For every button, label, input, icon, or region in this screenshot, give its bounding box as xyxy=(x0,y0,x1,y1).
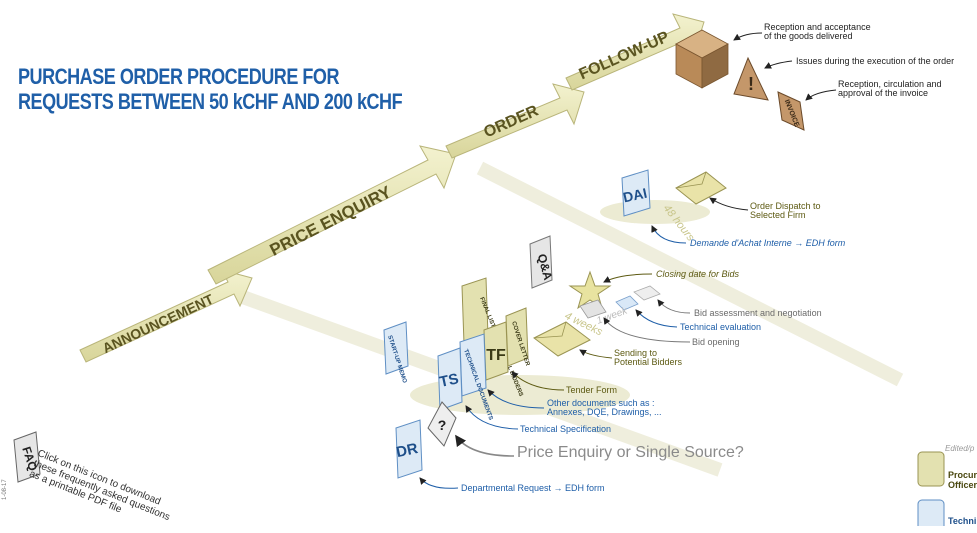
stage-label-announcement: ANNOUNCEMENT xyxy=(100,291,216,357)
reception-invoice-label: Reception, circulation and approval of t… xyxy=(838,79,942,98)
bid-opening-icon xyxy=(579,299,607,319)
qa-label: Q&A xyxy=(535,252,556,282)
leader-lines xyxy=(419,32,837,489)
issues-label: Issues during the execution of the order xyxy=(796,56,955,66)
legend-procurement-swatch xyxy=(917,451,945,487)
order-dispatch-label: Order Dispatch to Selected Firm xyxy=(750,201,821,220)
tf-document-icon: TF xyxy=(483,321,509,381)
bid-assessment-icon xyxy=(633,285,661,301)
closing-date-label: Closing date for Bids xyxy=(656,269,740,279)
dai-form-label: Demande d'Achat Interne → EDH form xyxy=(690,238,846,248)
stage-arrow-price-enquiry xyxy=(207,145,457,285)
dr-label: DR xyxy=(395,440,420,461)
question-decision-icon: ? xyxy=(427,401,457,447)
sending-envelope-icon xyxy=(533,321,591,357)
bid-opening-label: Bid opening xyxy=(692,337,740,347)
reception-goods-label: Reception and acceptance of the goods de… xyxy=(764,22,871,41)
dai-label: DAI xyxy=(621,185,648,206)
legend-technical-label: Techni xyxy=(948,516,977,526)
cover-letter-document-icon: COVER LETTER xyxy=(505,307,530,367)
stage-floor-shadow xyxy=(476,161,904,387)
stage-arrow-announcement xyxy=(79,269,253,363)
invoice-icon: INVOICE xyxy=(777,91,805,131)
tf-label: TF xyxy=(486,347,506,364)
legend-edited-note: Edited/p xyxy=(945,444,975,453)
warning-icon: ! xyxy=(733,56,769,101)
ts-document-icon: TS xyxy=(437,347,463,411)
package-icon xyxy=(675,29,729,89)
title-line-1: PURCHASE ORDER PROCEDURE FOR xyxy=(18,64,340,89)
other-documents-label: Other documents such as : Annexes, DQE, … xyxy=(547,398,662,417)
question-symbol: ? xyxy=(438,417,447,433)
ts-label: TS xyxy=(438,370,460,391)
legend-procurement-label: Procure Officer xyxy=(948,470,977,490)
closing-star-icon xyxy=(568,270,612,310)
tender-form-label: Tender Form xyxy=(566,385,618,395)
departmental-request-label: Departmental Request → EDH form xyxy=(461,483,605,493)
dr-document-icon: DR xyxy=(395,419,423,479)
dai-platform xyxy=(600,200,710,224)
order-envelope-icon xyxy=(675,171,727,205)
startup-memo-document-icon: START-UP MEMO xyxy=(383,321,409,384)
technical-specification-label: Technical Specification xyxy=(520,424,612,434)
title-line-2: REQUESTS BETWEEN 50 kCHF AND 200 kCHF xyxy=(18,89,403,114)
warning-symbol: ! xyxy=(748,74,754,94)
page-title: PURCHASE ORDER PROCEDURE FOR REQUESTS BE… xyxy=(18,64,403,114)
legend-technical-swatch xyxy=(917,499,945,526)
bid-assessment-label: Bid assessment and negotiation xyxy=(694,308,822,318)
stage-arrow-order xyxy=(445,83,585,159)
stage-label-price-enquiry: PRICE ENQUIRY xyxy=(267,182,395,260)
faq-download-icon[interactable]: FAQ xyxy=(13,431,41,483)
side-tag: 1-08-17 xyxy=(2,479,8,500)
technical-evaluation-label: Technical evaluation xyxy=(680,322,762,332)
stage-label-follow-up: FOLLOW-UP xyxy=(577,28,672,83)
price-or-single-source-label: Price Enquiry or Single Source? xyxy=(517,444,744,461)
qa-document-icon: Q&A xyxy=(529,235,556,289)
technical-evaluation-icon xyxy=(615,295,639,311)
sending-label: Sending to Potential Bidders xyxy=(614,348,683,367)
dai-document-icon: DAI xyxy=(621,169,651,217)
